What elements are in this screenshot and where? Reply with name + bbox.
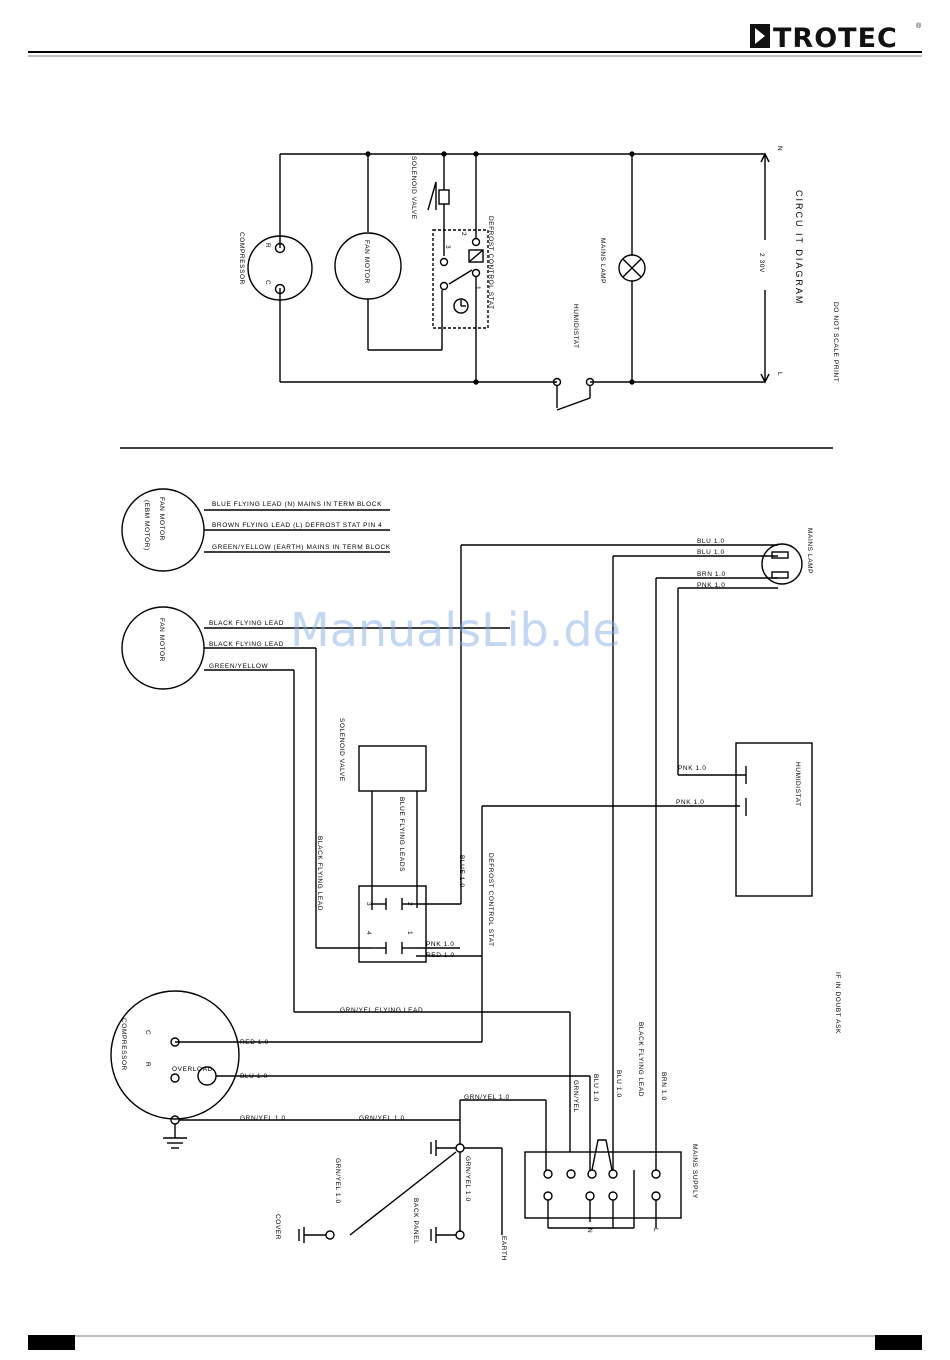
green-yellow-label: GREEN/YELLOW bbox=[209, 663, 268, 670]
compressor-c-label: C bbox=[264, 280, 271, 285]
black-flying-lead-vertical: BLACK FLYING LEAD bbox=[316, 836, 323, 911]
ebm-fan-motor-label: FAN MOTOR bbox=[158, 497, 165, 541]
dcs-pin-1: 1 bbox=[406, 931, 413, 935]
l-label: L bbox=[776, 372, 783, 376]
dcs-pin-3: 3 bbox=[365, 902, 372, 906]
term-l-label: L bbox=[652, 1228, 659, 1232]
solenoid-valve-symbol bbox=[427, 181, 437, 211]
stat-pin-2: 2 bbox=[460, 232, 467, 236]
green-yellow-earth-label: GREEN/YELLOW (EARTH) MAINS IN TERM BLOCK bbox=[212, 544, 391, 551]
solenoid-valve-label: SOLENOID VALVE bbox=[410, 156, 417, 220]
defrost-stat-block bbox=[358, 885, 427, 963]
humidistat-box bbox=[735, 742, 813, 897]
mains-lamp-label-2: MAINS LAMP bbox=[806, 528, 813, 574]
fan-motor-label: FAN MOTOR bbox=[363, 240, 370, 284]
humidistat-label-2: HUMIDISTAT bbox=[794, 762, 801, 807]
grn-yel-1-0-d: GRN/YEL 1.0 bbox=[464, 1156, 471, 1202]
cover-label: COVER bbox=[274, 1214, 281, 1240]
mains-supply-label: MAINS SUPPLY bbox=[691, 1144, 698, 1199]
solenoid-coil bbox=[438, 189, 450, 205]
stat-pin-1: 1 bbox=[474, 286, 481, 290]
grn-yel-1-0-e: GRN/YEL 1.0 bbox=[334, 1158, 341, 1204]
compressor-label-2: COMPRESSOR bbox=[120, 1018, 127, 1071]
brown-flying-lead-label: BROWN FLYING LEAD (L) DEFROST STAT PIN 4 bbox=[212, 522, 382, 529]
defrost-control-stat-label: DEFROST CONTROL STAT bbox=[487, 853, 494, 947]
humidistat-label: HUMIDISTAT bbox=[572, 304, 579, 349]
if-in-doubt-label: IF IN DOUBT ASK bbox=[834, 972, 841, 1034]
compressor-symbol bbox=[247, 235, 313, 301]
red-1-0-label: RED 1.0 bbox=[426, 952, 455, 959]
mains-lamp-holder bbox=[761, 543, 803, 585]
grn-yel-1-0-b: GRN/YEL 1.0 bbox=[359, 1115, 405, 1122]
earth-label: EARTH bbox=[500, 1236, 507, 1261]
footer-bar bbox=[28, 1335, 922, 1350]
mains-lamp-label: MAINS LAMP bbox=[599, 238, 606, 284]
fan-motor-2-label: FAN MOTOR bbox=[158, 618, 165, 662]
defrost-stat-box bbox=[432, 229, 489, 329]
watermark: ManualsLib.de bbox=[290, 603, 621, 657]
mains-supply-block bbox=[524, 1151, 682, 1219]
blu-1-0-v1: BLU 1.0 bbox=[592, 1074, 599, 1102]
solenoid-valve-label-2: SOLENOID VALVE bbox=[338, 718, 345, 782]
compressor-label: COMPRESSOR bbox=[238, 232, 245, 285]
lamp-blu-2: BLU 1.0 bbox=[697, 549, 725, 556]
lamp-pnk-1: PNK 1.0 bbox=[697, 582, 725, 589]
lamp-brn-1: BRN 1.0 bbox=[697, 571, 726, 578]
circuit-labels: N L 2 30V CIRCU IT DIAGRAM DO NOT SCALE … bbox=[238, 146, 839, 382]
brn-1-0-vertical: BRN 1.0 bbox=[660, 1072, 667, 1101]
do-not-scale-label: DO NOT SCALE PRINT bbox=[832, 302, 839, 382]
black-flying-lead-2: BLACK FLYING LEAD bbox=[209, 641, 284, 648]
black-flying-lead-v2: BLACK FLYING LEAD bbox=[637, 1022, 644, 1097]
ebm-motor-label: (EBM MOTOR) bbox=[143, 500, 150, 551]
hum-pnk-2: PNK 1.0 bbox=[676, 799, 704, 806]
blue-1-0-label: BLUE 1.0 bbox=[458, 855, 465, 888]
pnk-1-0-label: PNK 1.0 bbox=[426, 941, 454, 948]
solenoid-valve-box bbox=[358, 745, 427, 792]
back-panel-label: BACK PANEL bbox=[412, 1198, 419, 1244]
dcs-pin-4: 4 bbox=[365, 931, 372, 935]
dcs-pin-2: 2 bbox=[406, 902, 413, 906]
header: TROTEC ® bbox=[28, 22, 922, 57]
comp-c-label: C bbox=[144, 1030, 151, 1035]
overload-label: OVERLOAD bbox=[172, 1066, 213, 1073]
trotec-logo: TROTEC ® bbox=[750, 22, 922, 54]
blue-flying-lead-label: BLUE FLYING LEAD (N) MAINS IN TERM BLOCK bbox=[212, 501, 382, 508]
compressor-symbol-2 bbox=[110, 990, 240, 1120]
blue-flying-leads-label: BLUE FLYING LEADS bbox=[398, 797, 405, 872]
red-1-0-b-label: RED 1.0 bbox=[240, 1039, 269, 1046]
hum-pnk-1: PNK 1.0 bbox=[678, 765, 706, 772]
registered-mark: ® bbox=[916, 22, 922, 30]
grn-yel-1-0-c: GRN/YEL 1.0 bbox=[464, 1094, 510, 1101]
voltage-label: 2 30V bbox=[758, 253, 765, 273]
grn-yel-1-0-a: GRN/YEL 1.0 bbox=[240, 1115, 286, 1122]
blu-1-0-b-label: BLU 1.0 bbox=[240, 1073, 268, 1080]
black-flying-lead-1: BLACK FLYING LEAD bbox=[209, 620, 284, 627]
grn-yel-vertical: GRN/YEL bbox=[572, 1080, 579, 1113]
term-n-label: N bbox=[586, 1228, 593, 1233]
grn-yel-flying-lead-label: GRN/YEL FLYING LEAD bbox=[340, 1007, 423, 1014]
wiring-labels: FAN MOTOR (EBM MOTOR) BLUE FLYING LEAD (… bbox=[120, 497, 841, 1261]
compressor-r-label: R bbox=[264, 243, 271, 248]
circuit-diagram bbox=[247, 151, 770, 411]
wiring-diagram bbox=[110, 488, 813, 1243]
compressor-terminal-c bbox=[274, 283, 286, 295]
defrost-stat-label: DEFROST CONTROL STAT bbox=[487, 216, 494, 310]
brand-name: TROTEC bbox=[773, 23, 898, 54]
compressor-terminal-r bbox=[274, 242, 286, 254]
stat-pin-3: 3 bbox=[444, 245, 451, 249]
comp-r-label: R bbox=[144, 1062, 151, 1067]
circuit-title: CIRCU IT DIAGRAM bbox=[794, 190, 804, 305]
lamp-blu-1: BLU 1.0 bbox=[697, 538, 725, 545]
n-label: N bbox=[776, 146, 783, 151]
timer-icon bbox=[453, 298, 469, 314]
blu-1-0-v2: BLU 1.0 bbox=[615, 1070, 622, 1098]
